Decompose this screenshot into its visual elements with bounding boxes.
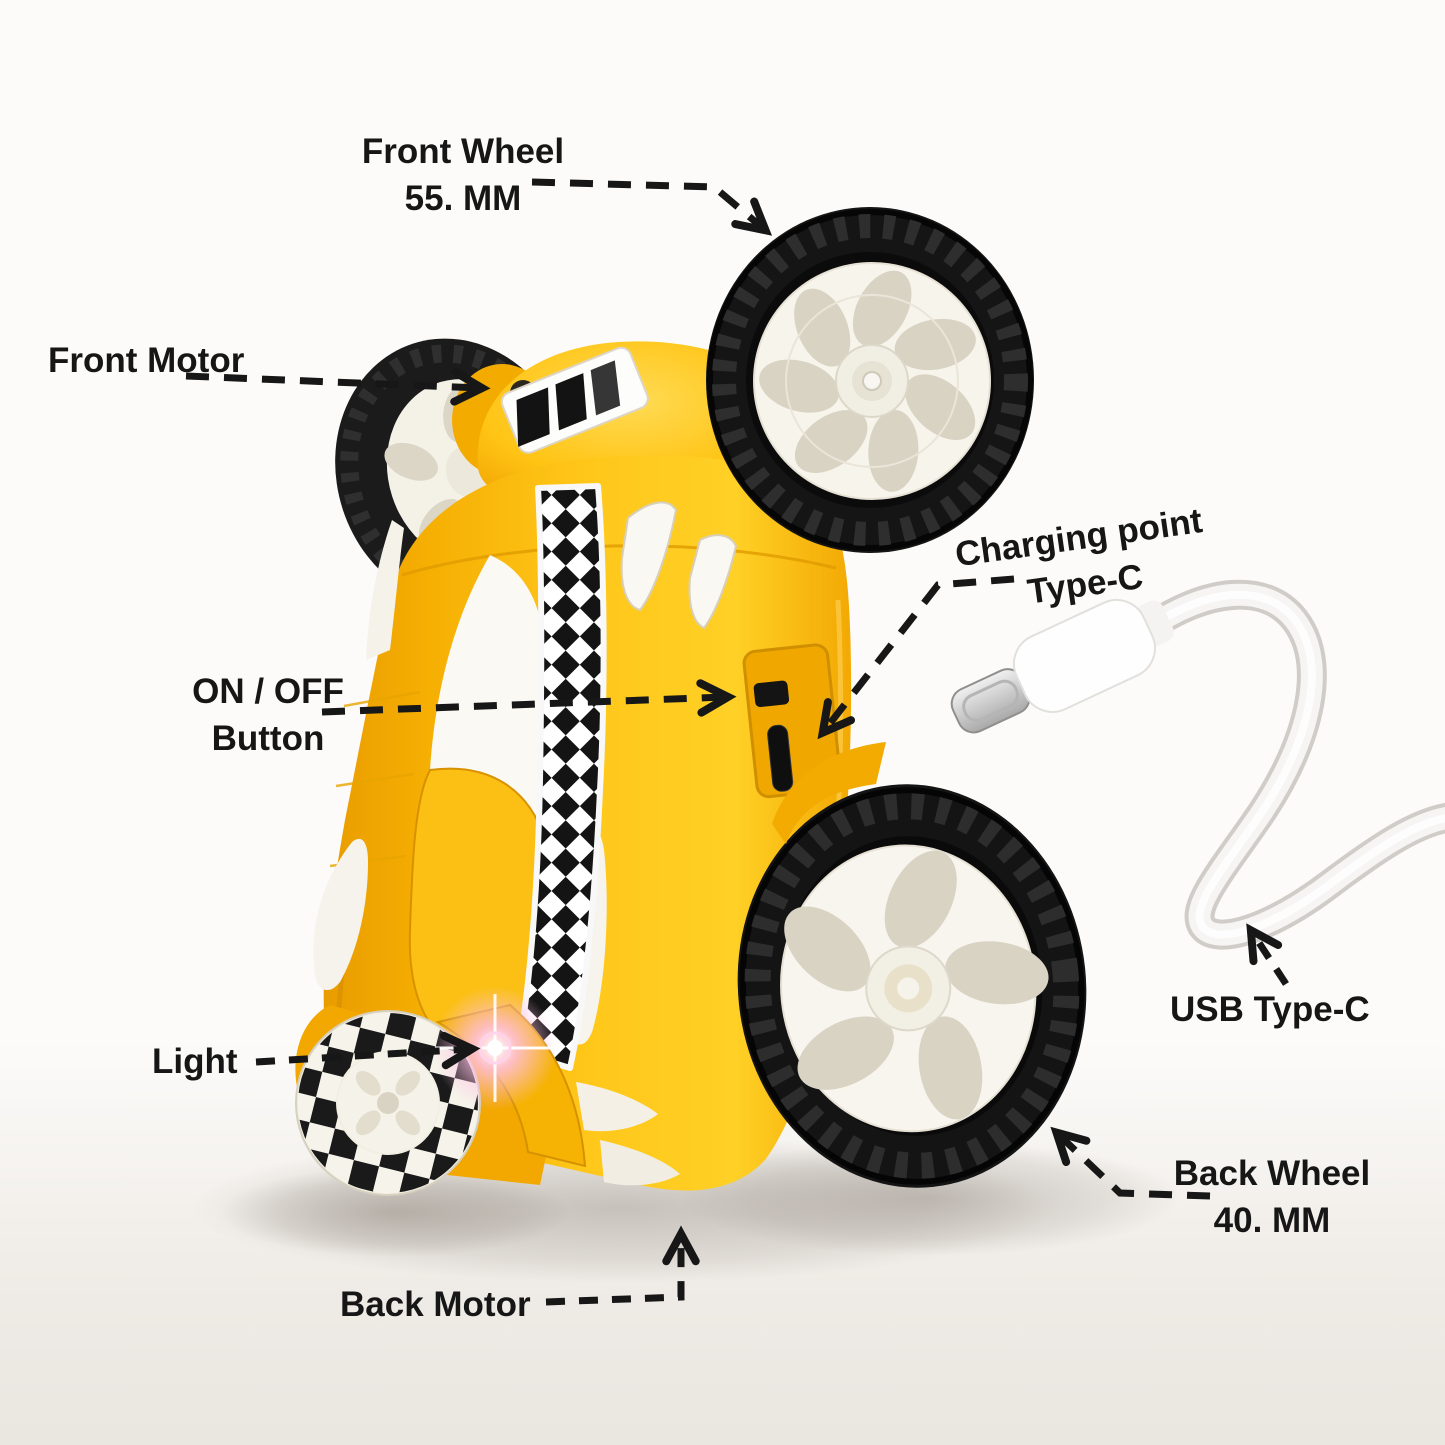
- checkered-stripe: [515, 483, 607, 1071]
- front-wheel-label: Front Wheel: [361, 132, 565, 171]
- callout-back-wheel: Back Wheel 40. MM: [1174, 1150, 1370, 1244]
- light-arrow: [255, 1031, 481, 1070]
- back-wheel-label: Back Wheel: [1173, 1154, 1371, 1193]
- front-motor-arrow: [185, 368, 491, 406]
- back-motor-label: Back Motor: [340, 1285, 531, 1324]
- window-slit: [620, 501, 678, 612]
- callout-back-motor: Back Motor: [340, 1281, 531, 1328]
- window-slit: [688, 534, 738, 630]
- on-off-label-2: Button: [211, 719, 325, 758]
- on-off-switch[interactable]: [753, 680, 790, 708]
- on-off-label: ON / OFF: [192, 672, 344, 711]
- racing-decal: [500, 346, 649, 454]
- callout-front-wheel: Front Wheel 55. MM: [362, 128, 564, 222]
- left-fin: [313, 838, 368, 991]
- back-wheel-arrow: [1050, 1126, 1211, 1200]
- on-off-arrow: [321, 679, 737, 717]
- callout-on-off-button: ON / OFF Button: [192, 668, 344, 762]
- back-wheel-size: 40. MM: [1213, 1201, 1331, 1240]
- usb-type-c-connector: [950, 598, 1174, 734]
- back-motor-arrow: [545, 1225, 700, 1306]
- front-wheel-size: 55. MM: [404, 179, 522, 218]
- callout-light: Light: [152, 1038, 238, 1085]
- front-motor-label: Front Motor: [48, 341, 245, 380]
- back-wheel-fender: [772, 742, 886, 844]
- usb-type-c-label: USB Type-C: [1170, 990, 1370, 1029]
- callout-arrows: [185, 178, 1289, 1306]
- usb-arrow: [1246, 923, 1289, 986]
- callout-front-motor: Front Motor: [48, 337, 244, 384]
- back-wheel: [737, 784, 1087, 1188]
- callout-usb-type-c: USB Type-C: [1170, 986, 1370, 1033]
- front-light: [433, 986, 557, 1110]
- front-wheel: [706, 207, 1034, 553]
- usb-cable: [950, 579, 1445, 950]
- light-label: Light: [152, 1042, 238, 1081]
- charging-port-type-c[interactable]: [767, 724, 794, 792]
- car-body: [295, 455, 852, 1196]
- front-wheel-arrow: [531, 178, 773, 236]
- charging-point-arrow: [817, 575, 1015, 740]
